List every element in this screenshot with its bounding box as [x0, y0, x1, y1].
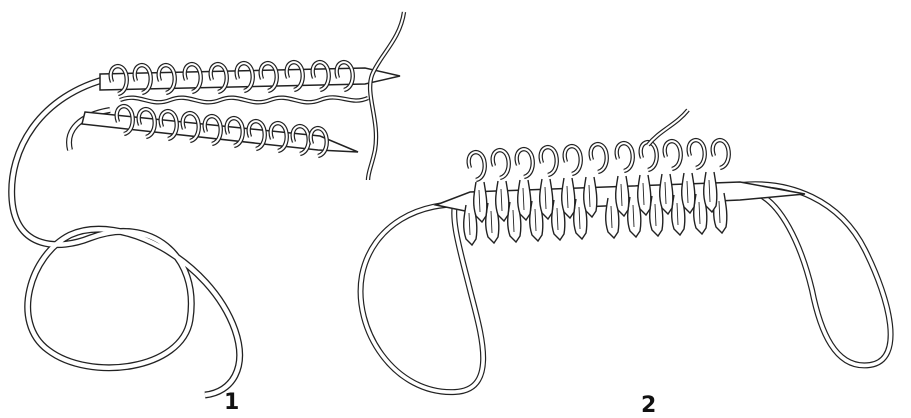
- step-2-label: 2: [641, 395, 656, 417]
- knitted-fabric-2: [464, 172, 727, 245]
- circular-cable-right-2: [740, 184, 891, 365]
- working-yarn-2: [648, 110, 688, 145]
- step-2-illustration: [361, 110, 891, 392]
- step-1-illustration: [12, 12, 404, 395]
- step-1-label: 1: [224, 392, 239, 414]
- working-yarn-1: [368, 12, 404, 180]
